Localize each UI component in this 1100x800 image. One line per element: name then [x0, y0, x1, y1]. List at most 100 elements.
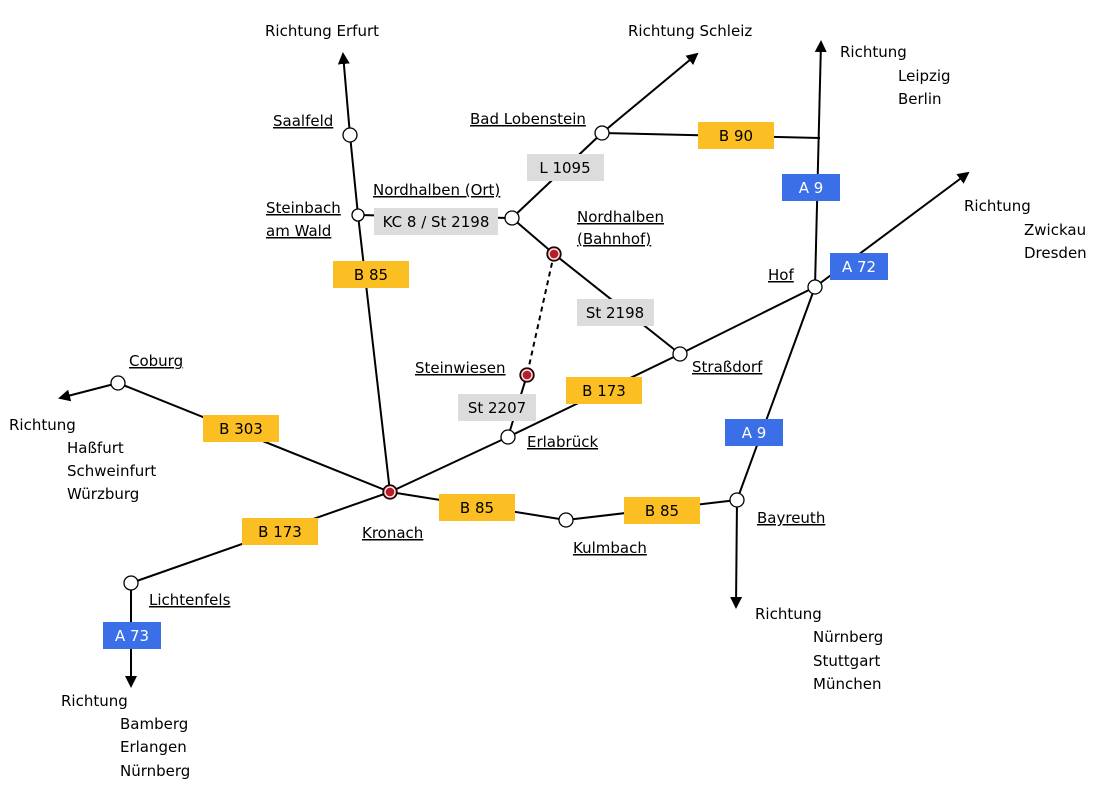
node-lichtenfels [123, 575, 139, 591]
node-saalfeld [342, 127, 358, 143]
road-kronach-erlabrueck [389, 436, 509, 493]
badge-b85-north-bg [333, 261, 409, 288]
place-labels: Saalfeld Steinbach am Wald Nordhalben (O… [129, 110, 825, 609]
direction-leipzig-line3: Berlin [898, 90, 942, 108]
direction-nuernberg-south-line3: Stuttgart [813, 652, 881, 670]
badge-st2207-bg [458, 394, 536, 421]
direction-erfurt: Richtung Erfurt [265, 22, 379, 40]
label-nordhalben-bahnhof-line1: Nordhalben [577, 208, 664, 226]
badge-b85-kulmbach-label: B 85 [645, 502, 679, 520]
direction-bamberg-line3: Erlangen [120, 738, 187, 756]
label-nordhalben-ort: Nordhalben (Ort) [373, 181, 500, 199]
road-lines [58, 40, 970, 688]
direction-nuernberg-south-line2: Nürnberg [813, 628, 883, 646]
label-steinbach-line1: Steinbach [266, 199, 341, 217]
direction-hassfurt-line4: Würzburg [67, 485, 139, 503]
label-steinwiesen: Steinwiesen [415, 359, 506, 377]
badge-a73-label: A 73 [115, 627, 149, 645]
road-saalfeld-erfurt [337, 52, 351, 136]
badge-b173-east-label: B 173 [582, 382, 626, 400]
badge-a9-south: A 9 [725, 419, 783, 446]
label-bad-lobenstein: Bad Lobenstein [470, 110, 586, 128]
direction-hassfurt-line1: Richtung [9, 416, 76, 434]
direction-zwickau-line1: Richtung [964, 197, 1031, 215]
badge-kc8: KC 8 / St 2198 [374, 208, 498, 235]
badge-st2198-label: St 2198 [586, 304, 644, 322]
badge-b90-bg [698, 122, 774, 149]
badge-l1095: L 1095 [527, 154, 604, 181]
label-kronach: Kronach [362, 524, 423, 542]
road-strassdorf-hof [679, 286, 816, 355]
label-kulmbach: Kulmbach [573, 539, 647, 557]
label-erlabrueck: Erlabrück [527, 433, 598, 451]
badge-a72: A 72 [830, 253, 888, 280]
label-strassdorf: Straßdorf [692, 358, 763, 376]
direction-hassfurt-line2: Haßfurt [67, 439, 124, 457]
label-nordhalben-bahnhof-line2: (Bahnhof) [577, 230, 651, 248]
direction-schleiz: Richtung Schleiz [628, 22, 752, 40]
label-bayreuth: Bayreuth [757, 509, 825, 527]
badge-b85-north: B 85 [333, 261, 409, 288]
town-nodes [110, 125, 823, 591]
station-nordhalben-bahnhof-ring [548, 248, 560, 260]
direction-bamberg-line2: Bamberg [120, 715, 188, 733]
badge-a9-north: A 9 [782, 174, 840, 201]
badge-a9-north-label: A 9 [799, 179, 824, 197]
direction-labels: Richtung Erfurt Richtung Schleiz Richtun… [9, 22, 1087, 780]
node-strassdorf [672, 346, 688, 362]
badge-b85-kulmbach: B 85 [624, 497, 700, 524]
badge-b173-east-bg [566, 377, 642, 404]
road-hof-leipzig [814, 40, 827, 288]
badge-b85-kronach: B 85 [439, 494, 515, 521]
rail-nordhalben-steinwiesen [526, 253, 555, 376]
road-steinbach-saalfeld [349, 134, 359, 216]
road-hof-bayreuth [736, 286, 816, 501]
badge-st2198-bg [577, 299, 654, 326]
node-erlabrueck [500, 429, 516, 445]
direction-hassfurt-line3: Schweinfurt [67, 462, 156, 480]
badge-l1095-label: L 1095 [539, 159, 590, 177]
badge-b173-west-bg [242, 518, 318, 545]
badge-b85-kronach-bg [439, 494, 515, 521]
label-saalfeld: Saalfeld [273, 112, 333, 130]
node-coburg [110, 375, 126, 391]
station-steinwiesen-ring [521, 369, 533, 381]
badge-kc8-bg [374, 208, 498, 235]
badge-b303: B 303 [203, 415, 279, 442]
direction-nuernberg-south-line1: Richtung [755, 605, 822, 623]
direction-zwickau-line2: Zwickau [1024, 221, 1086, 239]
badge-a72-bg [830, 253, 888, 280]
badge-a9-south-label: A 9 [742, 424, 767, 442]
road-lobenstein-schleiz [601, 52, 699, 134]
badge-b303-label: B 303 [219, 420, 263, 438]
badge-a73: A 73 [103, 622, 161, 649]
badge-a9-north-bg [782, 174, 840, 201]
direction-bamberg-line4: Nürnberg [120, 762, 190, 780]
node-steinbach [351, 208, 365, 222]
badge-b173-west: B 173 [242, 518, 318, 545]
road-bayreuth-nuernberg [730, 499, 743, 609]
node-nordhalben-ort [504, 210, 520, 226]
direction-zwickau-line3: Dresden [1024, 244, 1087, 262]
label-lichtenfels: Lichtenfels [149, 591, 231, 609]
badge-a9-south-bg [725, 419, 783, 446]
badge-a73-bg [103, 622, 161, 649]
label-hof: Hof [768, 266, 794, 284]
station-kronach-ring [384, 486, 396, 498]
badge-b85-north-label: B 85 [354, 266, 388, 284]
badge-st2207-label: St 2207 [468, 399, 526, 417]
badge-b173-west-label: B 173 [258, 523, 302, 541]
node-bad-lobenstein [594, 125, 610, 141]
badge-l1095-bg [527, 154, 604, 181]
label-steinbach-line2: am Wald [266, 222, 331, 240]
road-nordhalben-bahnhof [511, 217, 555, 255]
badge-b90: B 90 [698, 122, 774, 149]
node-hof [807, 279, 823, 295]
badge-b85-kulmbach-bg [624, 497, 700, 524]
badge-a72-label: A 72 [842, 258, 876, 276]
road-coburg-hassfurt [58, 382, 119, 402]
road-badges: B 90 L 1095 A 9 KC 8 / St 2198 B 85 A 72… [103, 122, 888, 649]
node-kulmbach [558, 512, 574, 528]
node-bayreuth [729, 492, 745, 508]
